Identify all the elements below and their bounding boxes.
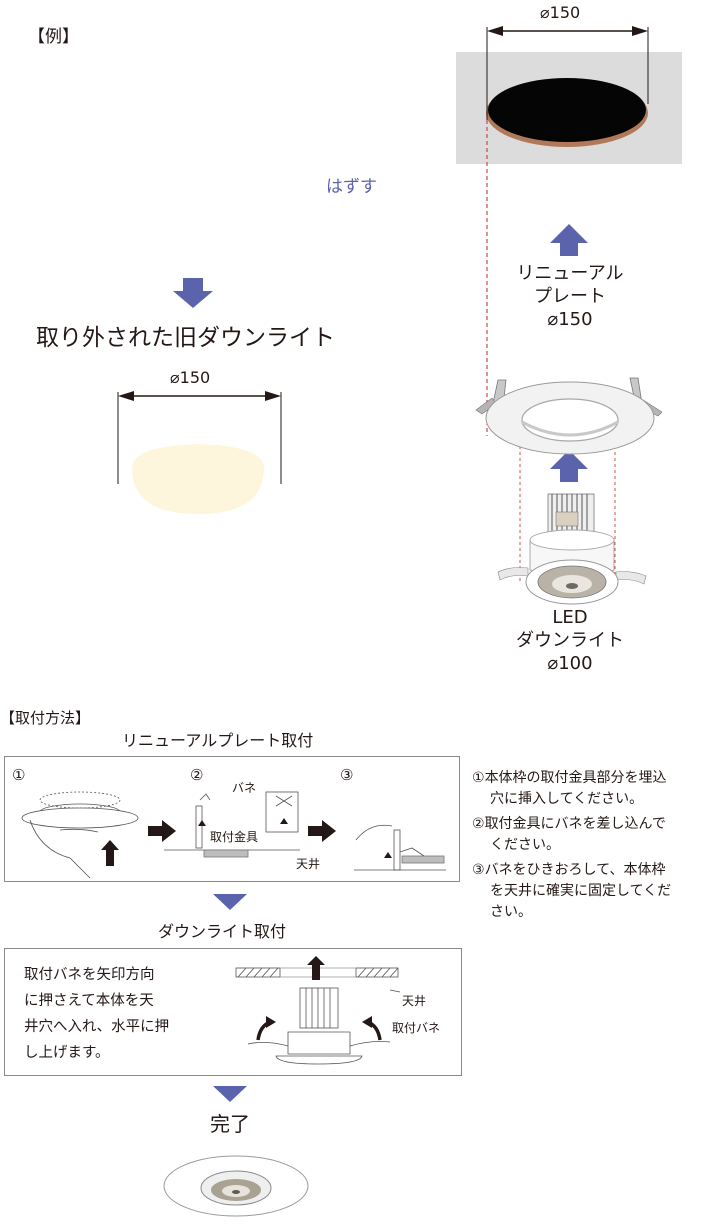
downlight-instruction-line2: に押さえて本体を天 bbox=[24, 993, 154, 1009]
note-3-number: ③ bbox=[472, 862, 485, 878]
ceiling-panel bbox=[456, 52, 682, 164]
note-3: ③バネをひきおろして、本体枠 を天井に確実に固定してくだ さい。 bbox=[472, 860, 704, 923]
removed-light-title: 取り外された旧ダウンライト bbox=[36, 325, 335, 351]
up-arrow-plate bbox=[550, 224, 588, 256]
renewal-plate-line2: プレート bbox=[534, 286, 606, 307]
down-arrow-to-complete bbox=[213, 1086, 247, 1102]
removed-light-dimension: ⌀150 bbox=[170, 368, 211, 387]
old-downlight-graphic bbox=[117, 391, 282, 514]
note-3-line2: を天井に確実に固定してくだ bbox=[490, 883, 672, 899]
renewal-plate-line1: リニューアル bbox=[516, 263, 624, 284]
ceiling-hole-dimension: ⌀150 bbox=[540, 3, 581, 22]
completed-fixture-graphic bbox=[163, 1155, 309, 1217]
remove-label: はずす bbox=[326, 177, 377, 197]
complete-label: 完了 bbox=[210, 1112, 250, 1136]
down-arrow-to-downlight bbox=[213, 894, 247, 910]
note-1-line1: 本体枠の取付金具部分を埋込 bbox=[484, 770, 667, 786]
downlight-instruction-line4: し上げます。 bbox=[24, 1045, 110, 1061]
note-2-line2: ください。 bbox=[490, 837, 560, 853]
down-arrow-removed bbox=[173, 278, 213, 308]
note-2: ②取付金具にバネを差し込んで ください。 bbox=[472, 814, 704, 856]
downlight-steps-box bbox=[4, 948, 462, 1076]
plate-install-title: リニューアルプレート取付 bbox=[122, 731, 314, 750]
note-1-number: ① bbox=[472, 770, 485, 786]
renewal-plate-graphic bbox=[475, 377, 663, 455]
led-downlight-label: LED ダウンライト ⌀100 bbox=[490, 606, 650, 675]
note-3-line3: さい。 bbox=[490, 904, 532, 920]
example-heading: 【例】 bbox=[28, 27, 79, 47]
led-downlight-line2: ダウンライト bbox=[516, 630, 624, 651]
note-2-number: ② bbox=[472, 816, 485, 832]
downlight-ceiling-label: 天井 bbox=[402, 994, 427, 1008]
step-2-number: ② bbox=[190, 766, 204, 784]
bracket-label: 取付金具 bbox=[210, 830, 259, 844]
step-1-number: ① bbox=[12, 766, 26, 784]
note-1-line2: 穴に挿入してください。 bbox=[490, 791, 644, 807]
led-downlight-dimension: ⌀100 bbox=[547, 653, 593, 674]
spring-label: バネ bbox=[232, 781, 257, 795]
ceiling-label: 天井 bbox=[296, 857, 321, 871]
plate-steps-box bbox=[4, 756, 460, 882]
downlight-instruction-line1: 取付バネを矢印方向 bbox=[24, 967, 155, 983]
downlight-instruction: 取付バネを矢印方向 に押さえて本体を天 井穴へ入れ、水平に押 し上げます。 bbox=[24, 962, 169, 1066]
step-3-number: ③ bbox=[340, 766, 354, 784]
note-2-line1: 取付金具にバネを差し込んで bbox=[484, 816, 666, 832]
note-3-line1: バネをひきおろして、本体枠 bbox=[484, 862, 666, 878]
install-method-heading: 【取付方法】 bbox=[0, 709, 91, 727]
downlight-spring-label: 取付バネ bbox=[392, 1021, 441, 1035]
renewal-plate-label: リニューアル プレート ⌀150 bbox=[490, 262, 650, 331]
downlight-install-title: ダウンライト取付 bbox=[158, 922, 287, 941]
renewal-plate-dimension: ⌀150 bbox=[547, 309, 593, 330]
downlight-instruction-line3: 井穴へ入れ、水平に押 bbox=[24, 1019, 170, 1035]
up-arrow-led bbox=[550, 450, 588, 482]
led-downlight-line1: LED bbox=[552, 607, 588, 628]
note-1: ①本体枠の取付金具部分を埋込 穴に挿入してください。 bbox=[472, 768, 704, 810]
led-downlight-graphic bbox=[497, 493, 647, 605]
